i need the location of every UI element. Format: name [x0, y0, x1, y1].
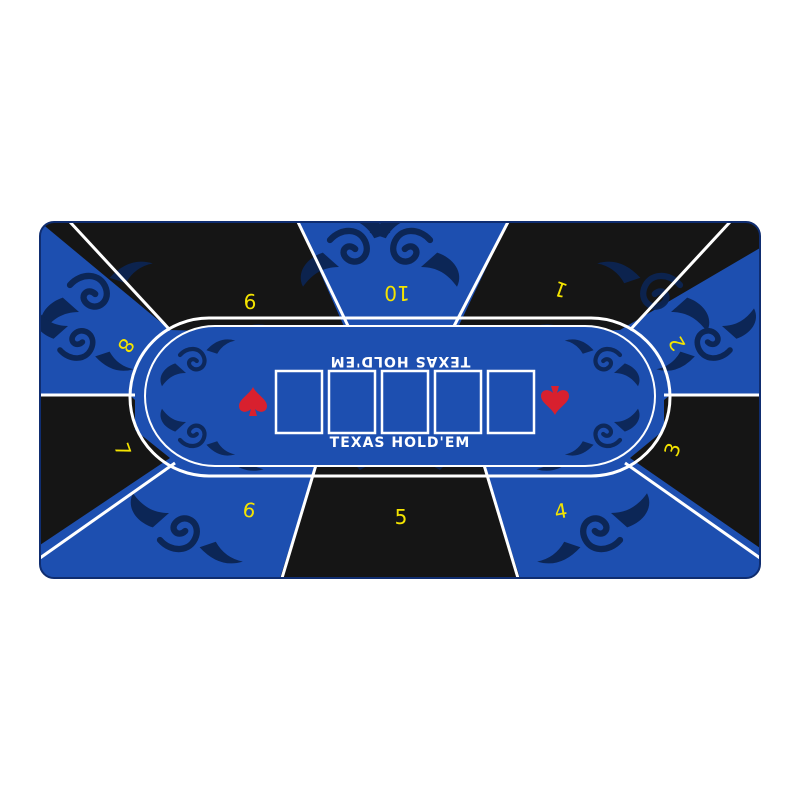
mat-edge [39, 221, 761, 579]
card-slot [433, 369, 483, 435]
title-top: TEXAS HOLD'EM [330, 353, 471, 369]
card-slot [486, 369, 536, 435]
betting-line [128, 316, 672, 478]
seat-number-9: 9 [244, 289, 257, 313]
card-slot [327, 369, 377, 435]
spade-icon [541, 386, 569, 415]
seat-number-10: 10 [384, 281, 409, 305]
card-slot [380, 369, 430, 435]
sector-seat-5 [280, 465, 520, 578]
inner-table [144, 325, 656, 467]
title-bottom: TEXAS HOLD'EM [330, 435, 471, 451]
sector-seat-1 [452, 222, 760, 340]
spade-icon [239, 387, 267, 416]
seat-number-4: 4 [552, 498, 569, 524]
sector-seat-9 [40, 222, 350, 340]
card-slot [274, 369, 324, 435]
community-card-slots [274, 369, 536, 435]
seat-number-6: 6 [241, 497, 258, 523]
seat-number-5: 5 [395, 505, 408, 529]
divider-lines [40, 222, 760, 578]
